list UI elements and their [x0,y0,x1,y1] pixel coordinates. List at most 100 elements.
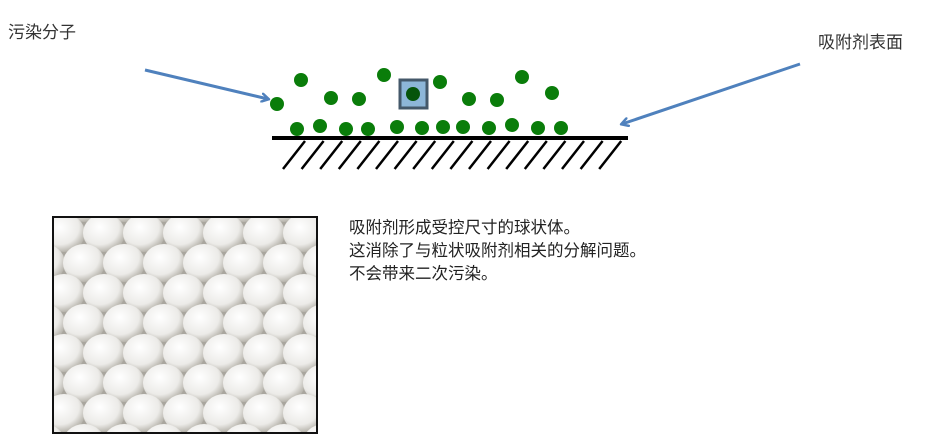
adsorbent-sphere [163,218,205,252]
highlighted-molecule [406,87,420,101]
adsorbent-sphere [203,334,245,372]
adsorbent-sphere [223,304,265,342]
hatch-line [282,140,306,170]
pollutant-molecule [456,120,470,134]
pollutant-molecule [270,97,284,111]
adsorbent-sphere [223,244,265,282]
spheres-image [54,218,316,432]
pollutant-molecules-label: 污染分子 [8,23,76,43]
adsorbent-sphere [54,274,85,312]
pollutant-molecule [545,86,559,100]
adsorbent-sphere [54,306,65,340]
adsorbent-sphere [243,394,285,432]
description-line: 不会带来二次污染。 [349,264,498,283]
hatch-line [449,140,474,170]
surface-hatching [282,140,623,170]
description-line: 这消除了与粒状吸附剂相关的分解问题。 [349,241,646,260]
adsorbent-sphere [54,366,65,400]
adsorbent-sphere [143,364,185,402]
pollutant-molecule [313,119,327,133]
adsorbent-sphere [283,334,316,372]
adsorbent-sphere [63,304,105,342]
adsorbent-spheres-photo [52,216,318,434]
adsorbent-sphere [266,424,302,432]
adsorbent-sphere [63,244,105,282]
pollutant-molecule [554,121,568,135]
hatch-line [300,140,325,170]
adsorbent-sphere [303,245,316,281]
pollutant-molecule [324,91,338,105]
pollutant-molecule [515,70,529,84]
adsorbent-sphere [283,218,316,252]
adsorbent-sphere [123,334,165,372]
adsorbent-sphere [183,364,225,402]
hatch-line [542,140,567,170]
description-text: 吸附剂形成受控尺寸的球状体。 这消除了与粒状吸附剂相关的分解问题。 不会带来二次… [349,216,646,285]
hatch-line [598,140,623,170]
adsorbent-sphere [223,364,265,402]
adsorbent-sphere [183,244,225,282]
adsorbent-sphere [283,394,316,432]
adsorbent-sphere [263,244,305,282]
hatch-line [561,140,585,170]
hatch-line [412,140,437,170]
adsorbent-sphere [186,424,222,432]
adsorbent-sphere [83,334,125,372]
pollutant-molecule [482,121,496,135]
adsorbent-sphere [123,218,165,252]
pollutant-molecules [270,68,568,136]
adsorbent-sphere [243,274,285,312]
pollutant-molecule [290,122,304,136]
adsorbent-sphere [243,218,285,252]
hatch-line [486,140,511,170]
adsorbent-sphere [263,364,305,402]
adsorbent-sphere [203,218,245,252]
pollutant-molecule [339,122,353,136]
hatch-line [468,140,492,170]
adsorbent-sphere [303,305,316,341]
adsorbent-sphere [143,304,185,342]
adsorbent-sphere [243,334,285,372]
adsorbent-sphere [263,304,305,342]
pollutant-molecule [436,120,450,134]
pollutant-molecule [490,93,504,107]
pollutant-molecule [415,121,429,135]
adsorbent-sphere [103,304,145,342]
adsorbent-sphere [226,424,262,432]
pollutant-molecule [294,73,308,87]
adsorbent-sphere [203,394,245,432]
pollutant-molecule [462,92,476,106]
adsorbent-sphere [183,304,225,342]
adsorbent-sphere [303,365,316,401]
pollutant-arrow [144,68,268,99]
adsorbent-sphere [63,364,105,402]
adsorbent-sphere [103,244,145,282]
adsorbent-sphere [146,424,182,432]
adsorbent-sphere [203,274,245,312]
adsorbent-sphere [103,364,145,402]
adsorbent-sphere [306,425,316,432]
adsorbent-sphere [54,218,85,252]
hatch-line [356,140,381,170]
adsorbent-sphere [83,394,125,432]
adsorbent-sphere [83,218,125,252]
hatch-line [505,140,530,170]
adsorbent-sphere [123,274,165,312]
adsorbent-sphere [54,246,65,280]
hatch-line [579,140,604,170]
adsorbent-sphere [106,424,142,432]
adsorbent-sphere [54,334,85,372]
adsorption-diagram [144,62,801,170]
hatch-line [337,140,362,170]
adsorbent-sphere [163,274,205,312]
adsorbent-surface-label: 吸附剂表面 [818,33,903,53]
adsorbent-sphere [123,394,165,432]
pollutant-molecule [433,75,447,89]
hatch-line [375,140,399,170]
pollutant-molecule [352,92,366,106]
adsorbent-sphere [143,244,185,282]
adsorbent-sphere [163,394,205,432]
adsorbent-sphere [66,424,102,432]
hatch-line [319,140,344,170]
hatch-line [430,140,455,170]
